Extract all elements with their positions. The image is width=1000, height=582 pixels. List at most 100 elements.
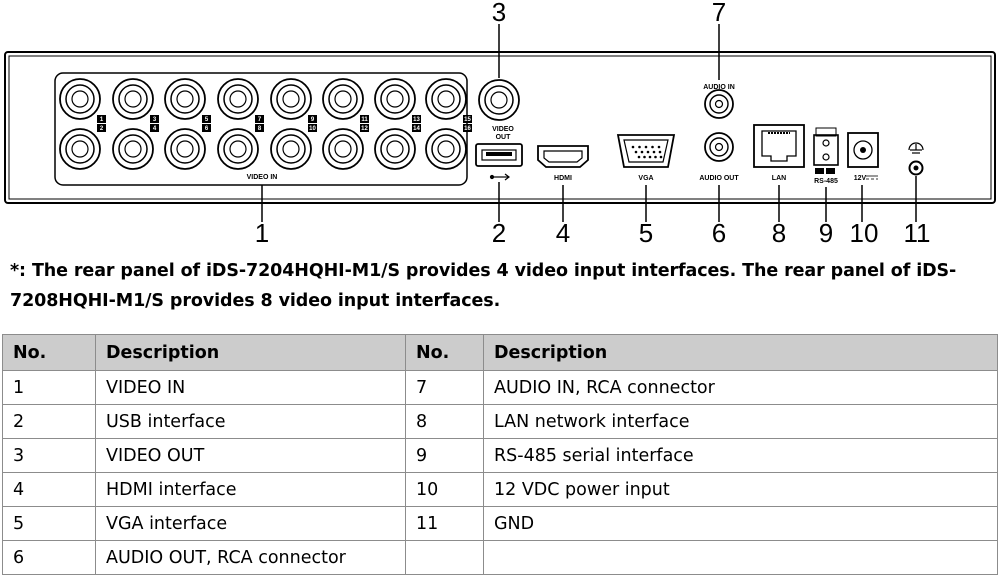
cell-description: AUDIO OUT, RCA connector [95, 540, 406, 575]
channel-tag: 3 [150, 115, 159, 123]
vga-pin [651, 145, 654, 149]
bnc-connector [164, 78, 206, 120]
chassis-outline [4, 51, 996, 204]
cell-no: 9 [405, 438, 484, 473]
usb-symbol-icon [489, 173, 510, 181]
table-row: 5 VGA interface 11 GND [2, 506, 998, 541]
bnc-connector [322, 128, 364, 170]
video-out-connector [478, 79, 520, 121]
channel-tag: 15 [463, 115, 472, 123]
bnc-connector [425, 78, 467, 120]
callout-6: 6 [712, 218, 726, 248]
cell-no: 8 [405, 404, 484, 439]
callout-8: 8 [772, 218, 786, 248]
callout-11: 11 [904, 218, 931, 248]
channel-tag: 8 [255, 124, 264, 132]
callout-1: 1 [255, 218, 269, 248]
hdmi-port [537, 145, 589, 168]
footnote: *: The rear panel of iDS-7204HQHI-M1/S p… [10, 261, 957, 311]
cell-description: HDMI interface [95, 472, 406, 507]
bnc-connector [425, 128, 467, 170]
table-row: 2 USB interface 8 LAN network interface [2, 404, 998, 439]
bnc-connector [322, 78, 364, 120]
lan-port [753, 124, 805, 168]
cell-description: VGA interface [95, 506, 406, 541]
callout-10: 10 [850, 218, 879, 248]
callout-5: 5 [639, 218, 653, 248]
cell-no: 10 [405, 472, 484, 507]
table-row: 4 HDMI interface 10 12 VDC power input [2, 472, 998, 507]
bnc-connector [374, 128, 416, 170]
bnc-connector [270, 128, 312, 170]
cell-description: GND [483, 506, 998, 541]
power-label: 12V [854, 175, 867, 182]
channel-tag: 2 [97, 124, 106, 132]
bnc-connector [270, 78, 312, 120]
cell-no: 3 [2, 438, 96, 473]
bnc-connector [59, 78, 101, 120]
channel-tag: 11 [360, 115, 369, 123]
cell-no: 4 [2, 472, 96, 507]
table-row: 6 AUDIO OUT, RCA connector [2, 540, 998, 575]
channel-number: 2 [100, 126, 104, 132]
audio-in-rca [704, 89, 734, 119]
callout-2: 2 [492, 218, 506, 248]
callout-7: 7 [712, 0, 726, 27]
channel-tag: 5 [202, 115, 211, 123]
cell-description: USB interface [95, 404, 406, 439]
cell-no: 1 [2, 370, 96, 405]
channel-tag: 13 [412, 115, 421, 123]
channel-number: 6 [205, 126, 209, 132]
vga-label: VGA [638, 175, 653, 182]
callout-3: 3 [492, 0, 506, 27]
table-row: 3 VIDEO OUT 9 RS-485 serial interface [2, 438, 998, 473]
cell-no [405, 540, 484, 575]
channel-number: 14 [413, 126, 420, 132]
cell-description: VIDEO OUT [95, 438, 406, 473]
bnc-connector [59, 128, 101, 170]
channel-number: 3 [153, 117, 157, 123]
bnc-connector [374, 78, 416, 120]
channel-tag: 10 [308, 124, 317, 132]
bnc-connector [217, 78, 259, 120]
audio-out-rca [704, 132, 734, 162]
cell-description: 12 VDC power input [483, 472, 998, 507]
vga-pin [638, 145, 641, 149]
channel-number: 10 [309, 126, 316, 132]
cell-description: VIDEO IN [95, 370, 406, 405]
channel-number: 11 [361, 117, 368, 123]
vga-pin [646, 150, 650, 154]
header-no: No. [405, 334, 484, 371]
channel-number: 4 [153, 126, 157, 132]
cell-no: 2 [2, 404, 96, 439]
channel-number: 16 [464, 126, 471, 132]
bnc-connector [112, 128, 154, 170]
vga-pin [643, 155, 646, 159]
audio-in-label: AUDIO IN [703, 84, 735, 91]
hdmi-label: HDMI [554, 175, 572, 182]
vga-pin [652, 150, 656, 154]
header-description: Description [95, 334, 406, 371]
video-in-label: VIDEO IN [247, 174, 278, 181]
bnc-connector [164, 128, 206, 170]
channel-tag: 7 [255, 115, 264, 123]
power-jack [847, 132, 879, 168]
chassis-inner [8, 55, 992, 200]
cell-no: 11 [405, 506, 484, 541]
bnc-connector [217, 128, 259, 170]
video-out-label-2: OUT [496, 134, 512, 141]
callout-4: 4 [556, 218, 570, 248]
channel-number: 9 [311, 117, 315, 123]
channel-tag: 4 [150, 124, 159, 132]
vga-pin [657, 145, 661, 149]
usb-port [475, 143, 523, 167]
table-header-row: No. Description No. Description [2, 334, 998, 371]
vga-pin [640, 150, 644, 154]
channel-number: 7 [258, 117, 262, 123]
channel-tag: 6 [202, 124, 211, 132]
vga-pin [659, 155, 663, 159]
audio-out-label: AUDIO OUT [699, 175, 739, 182]
dc-symbol-icon [866, 175, 878, 180]
